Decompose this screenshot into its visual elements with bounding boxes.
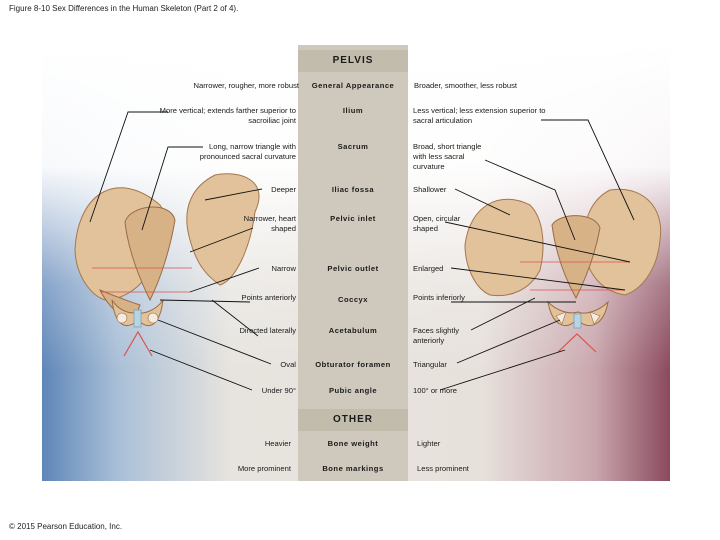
male-bone-markings: More prominent [237,464,291,473]
leader-coccyx-male [159,299,251,303]
female-left-ilium [464,198,544,297]
female-general-appearance: Broader, smoother, less robust [414,81,517,90]
female-coccyx: Points inferiorly [413,293,465,302]
label-iliac-fossa: Iliac fossa [331,185,375,194]
other-header: OTHER [298,409,408,431]
female-pubic-angle [557,333,597,353]
female-bone-markings: Less prominent [417,464,469,473]
leader-ilium-female [541,119,635,221]
female-pelvis-image [464,188,662,353]
label-coccyx: Coccyx [337,295,369,304]
male-obturator-right [147,312,159,324]
leader-pelvic-outlet-male [189,267,260,293]
female-sacrum [551,215,601,300]
male-pubic-angle [123,330,153,357]
male-sacrum-text: Long, narrow triangle with pronounced sa… [199,142,296,161]
label-sacrum: Sacrum [337,142,369,151]
male-obturator-left [116,312,128,324]
leader-acetabulum-female [470,297,536,331]
male-ilium: More vertical; extends farther superior … [159,106,296,125]
label-pelvic-outlet: Pelvic outlet [327,264,379,273]
label-bone-weight: Bone weight [327,439,379,448]
leader-ilium-male [89,111,168,223]
female-ilium: Less vertical; less extension superior t… [413,106,546,125]
male-iliac-fossa: Deeper [271,185,296,194]
male-pelvic-inlet: Narrower, heart shaped [243,214,296,233]
male-pubic-symphysis [133,309,142,328]
male-bone-weight: Heavier [264,439,291,448]
male-pelvis-image [74,173,260,357]
female-iliac-fossa: Shallower [413,185,447,194]
female-bone-weight: Lighter [417,439,441,448]
label-acetabulum: Acetabulum [328,326,378,335]
female-obturator-right [589,311,601,325]
female-pubic-symphysis [573,313,582,329]
female-pubic-angle-text: 100° or more [413,386,457,395]
leader-pelvic-inlet-male [189,227,254,253]
female-acetabulum: Faces slightly anteriorly [413,326,460,345]
leader-iliac-fossa-female [454,188,511,216]
leader-pubic-angle-male [149,349,253,391]
leader-acetabulum-male [211,299,259,337]
label-pelvic-inlet: Pelvic inlet [330,214,376,223]
female-leader-lines [439,119,635,391]
male-general-appearance: Narrower, rougher, more robust [193,81,299,90]
male-leader-lines [89,111,272,391]
male-obturator-foramen: Oval [280,360,296,369]
leader-pubic-angle-female [439,349,566,391]
male-pelvic-outlet: Narrow [271,264,296,273]
leader-pelvic-inlet-female [444,221,631,263]
leader-obturator-female [456,319,561,364]
label-obturator-foramen: Obturator foramen [315,360,391,369]
male-pubic-angle-text: Under 90° [261,386,296,395]
male-coccyx: Points anteriorly [241,293,296,302]
male-acetabulum: Directed laterally [239,326,296,335]
leader-obturator-male [157,319,272,365]
leader-sacrum-male [141,146,203,231]
female-pelvic-inlet: Open, circular shaped [413,214,461,233]
female-sacrum-text: Broad, short triangle with less sacral c… [413,142,482,171]
label-general-appearance: General Appearance [311,81,395,90]
figure-title: Figure 8-10 Sex Differences in the Human… [9,4,239,13]
leader-pelvic-outlet-female [450,267,626,291]
leader-sacrum-female [484,159,576,241]
label-pubic-angle: Pubic angle [328,386,378,395]
copyright: © 2015 Pearson Education, Inc. [9,522,123,531]
center-column [298,45,408,481]
female-pelvic-outlet: Enlarged [413,264,444,273]
female-obturator-foramen: Triangular [413,360,447,369]
male-right-ilium [186,173,260,286]
pelvis-header: PELVIS [298,50,408,72]
label-bone-markings: Bone markings [322,464,384,473]
leader-iliac-fossa-male [204,188,263,201]
label-ilium: Ilium [342,106,364,115]
